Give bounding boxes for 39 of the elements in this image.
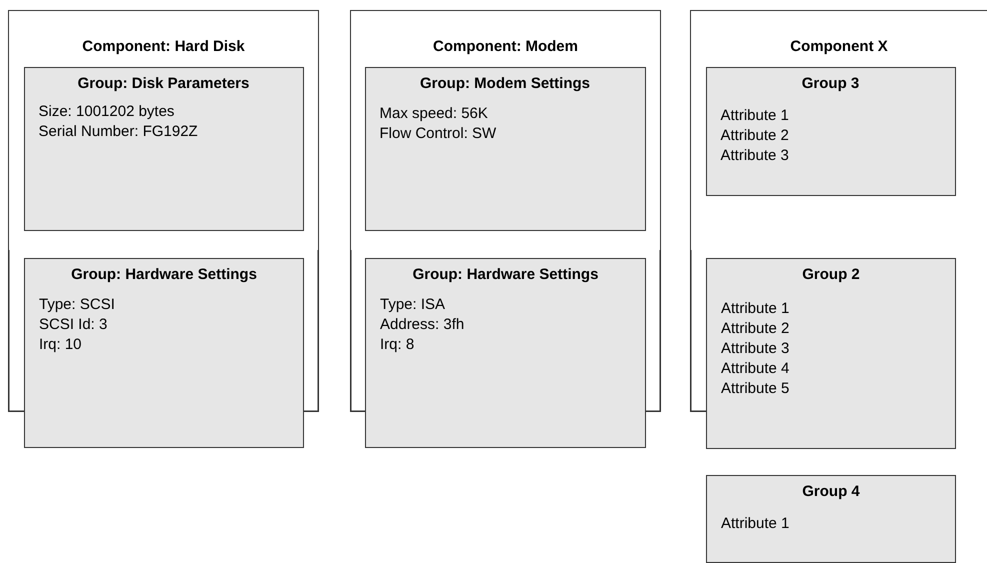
component-panel [8, 10, 319, 250]
group-title: Group 2 [801, 265, 861, 285]
attribute-text: Type: ISA [380, 295, 446, 315]
group-box [364, 66, 646, 230]
group-title: Group 4 [801, 482, 861, 502]
group-title: Group: Disk Parameters [76, 74, 250, 94]
attribute-text: Attribute 1 [721, 514, 790, 534]
attribute-text: Attribute 1 [721, 299, 790, 319]
group-box [24, 258, 304, 448]
group-box [706, 66, 956, 196]
group-box [365, 258, 646, 448]
attribute-text: Attribute 2 [720, 126, 790, 146]
attribute-text: Attribute 4 [721, 359, 790, 379]
attribute-text: Size: 1001202 bytes [38, 102, 176, 122]
group-title: Group: Hardware Settings [412, 265, 600, 285]
attribute-text: Attribute 1 [720, 106, 790, 126]
attribute-text: Serial Number: FG192Z [38, 122, 199, 142]
component-panel [690, 10, 987, 250]
attribute-text: Irq: 8 [380, 335, 416, 355]
attribute-text: Max speed: 56K [380, 104, 489, 124]
group-box [706, 475, 956, 563]
group-title: Group 3 [800, 74, 860, 94]
group-title: Group: Modem Settings [419, 74, 591, 94]
component-panel [350, 10, 661, 250]
attribute-text: Flow Control: SW [380, 124, 498, 144]
attribute-text: Type: SCSI [39, 295, 116, 315]
component-title: Component X [789, 37, 889, 57]
attribute-text: Attribute 3 [721, 339, 790, 359]
component-title: Component: Hard Disk [81, 37, 246, 57]
attribute-text: Attribute 3 [720, 146, 790, 166]
group-box [706, 258, 956, 449]
attribute-text: SCSI Id: 3 [39, 315, 108, 335]
group-box [24, 66, 304, 230]
attribute-text: Attribute 2 [721, 319, 790, 339]
component-title: Component: Modem [432, 37, 579, 57]
attribute-text: Attribute 5 [721, 379, 790, 399]
attribute-text: Irq: 10 [39, 335, 83, 355]
attribute-text: Address: 3fh [380, 315, 466, 335]
group-title: Group: Hardware Settings [70, 265, 258, 285]
